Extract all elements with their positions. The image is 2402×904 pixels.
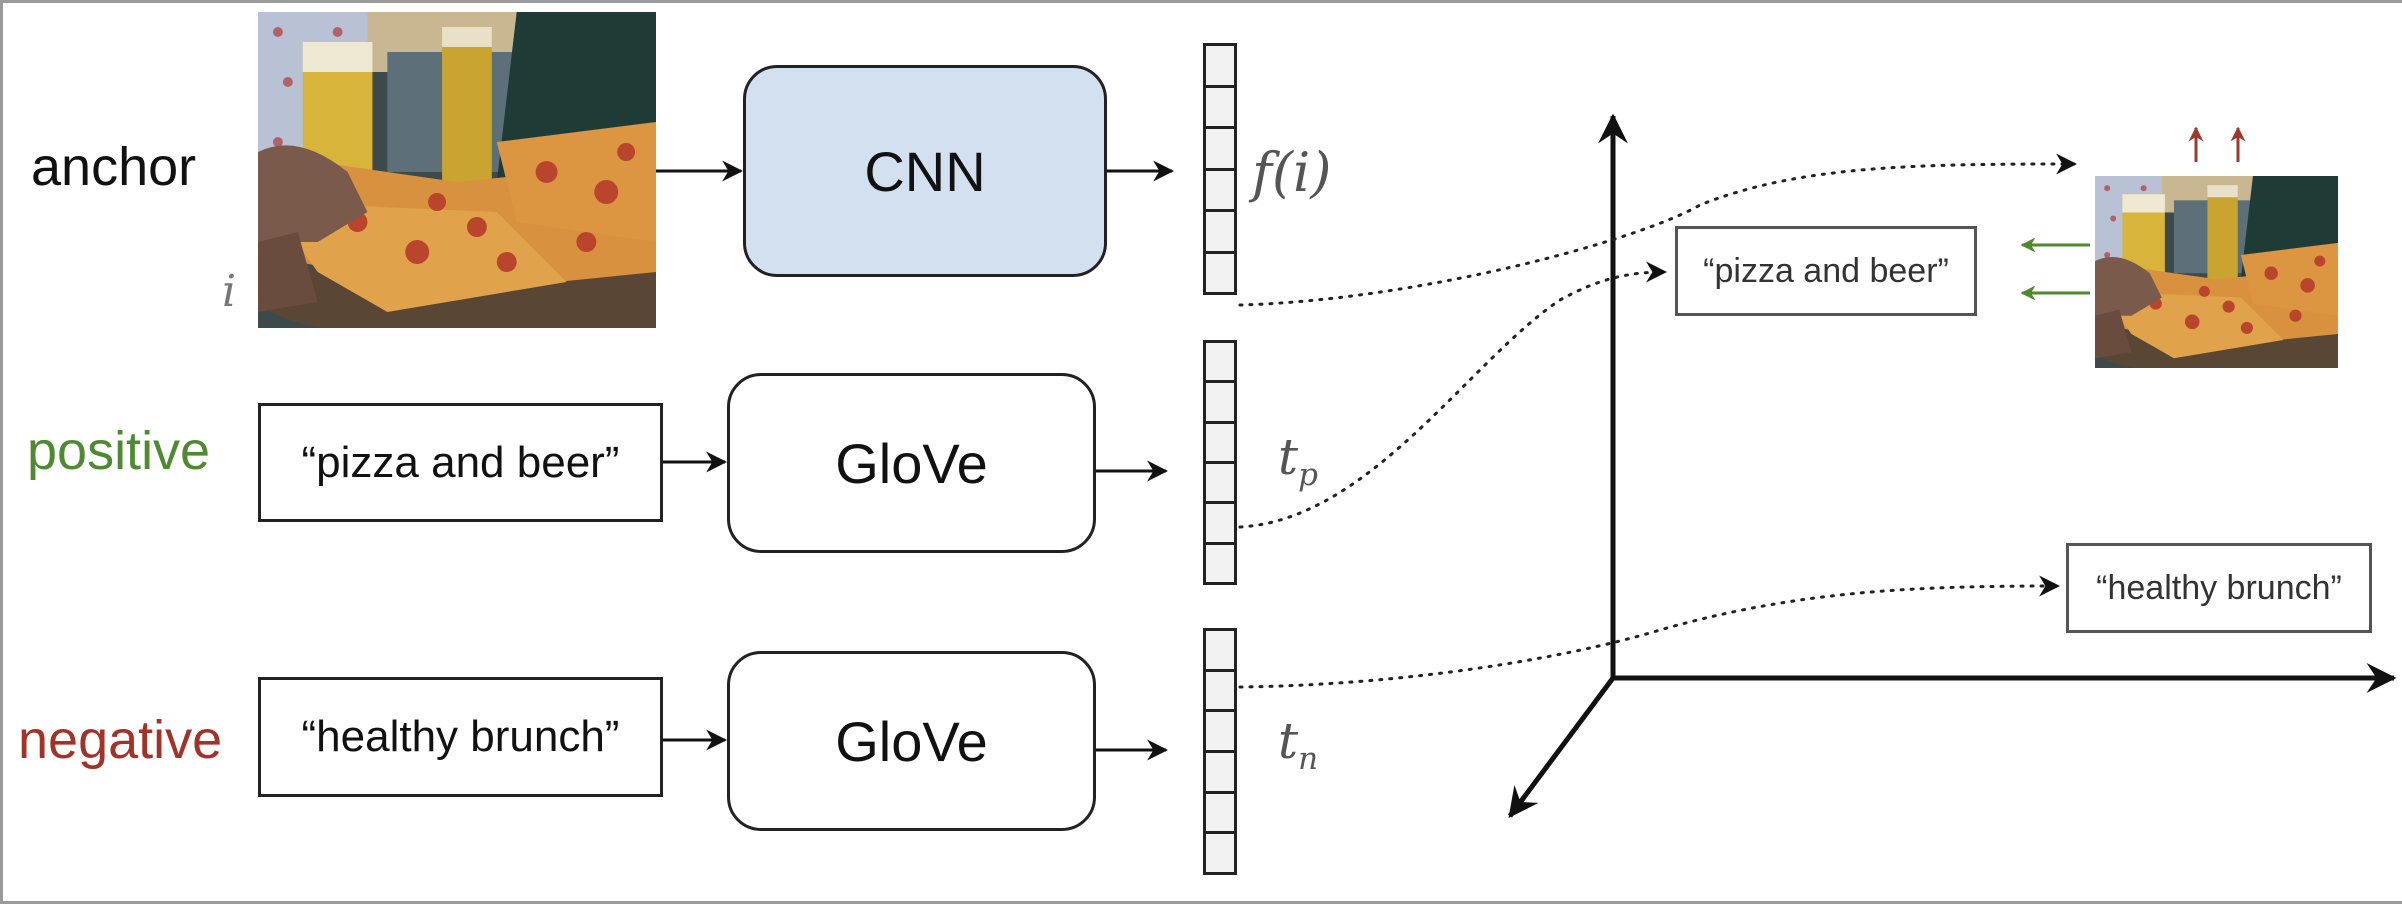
vector-cell [1203,43,1237,88]
positive-text: “pizza and beer” [301,437,620,487]
vector-cell [1203,460,1237,505]
vector-cell [1203,380,1237,424]
mapping-positive-curve [1238,261,1668,529]
vector-cell [1203,420,1237,464]
cnn-label: CNN [864,139,986,203]
math-base: t [1278,712,1299,770]
math-subscript: n [1298,740,1319,777]
negative-text: “healthy brunch” [301,712,620,761]
positive-output-label: tp [1278,432,1318,491]
negative-text-box: “healthy brunch” [258,677,663,797]
negative-label: negative [18,710,223,770]
embedded-negative-text-box: “healthy brunch” [2066,543,2372,633]
vector-cell [1203,541,1237,585]
math-base: t [1278,428,1299,486]
embedded-anchor-photo [2095,176,2338,368]
mapping-negative-curve [1238,575,2061,689]
vector-cell [1203,501,1237,545]
embedded-positive-text: “pizza and beer” [1703,251,1949,290]
mapping-anchor-curve [1238,153,2078,307]
embedded-positive-text-box: “pizza and beer” [1675,226,1977,316]
vector-cell [1203,628,1237,672]
glove-label: GloVe [835,709,988,773]
vector-cell [1203,831,1237,876]
negative-output-label: tn [1278,716,1318,775]
vector-cell [1203,84,1237,129]
vector-cell [1203,790,1237,835]
anchor-label: anchor [31,137,197,197]
z-axis [1507,676,1616,819]
negative-glove-box: GloVe [727,651,1096,831]
vector-cell [1203,750,1237,794]
anchor-photo [258,12,656,328]
vector-cell [1203,209,1237,254]
vector-cell [1203,668,1237,713]
positive-embedding-vector [1203,340,1237,585]
vector-cell [1203,340,1237,384]
embedded-negative-text: “healthy brunch” [2096,568,2342,607]
vector-cell [1203,250,1237,295]
negative-embedding-vector [1203,628,1237,876]
positive-label: positive [27,421,211,481]
glove-label: GloVe [835,431,988,495]
pizza-and-beer-photo-icon [2095,176,2338,368]
positive-text-box: “pizza and beer” [258,403,663,522]
anchor-embedding-vector [1203,43,1237,295]
anchor-output-label: f(i) [1252,141,1332,204]
vector-cell [1203,709,1237,754]
positive-glove-box: GloVe [727,373,1096,553]
anchor-image-symbol: i [222,266,237,317]
math-subscript: p [1298,456,1318,493]
vector-cell [1203,167,1237,212]
vector-cell [1203,126,1237,171]
cnn-box: CNN [743,65,1107,277]
pizza-and-beer-photo-icon [258,12,656,328]
